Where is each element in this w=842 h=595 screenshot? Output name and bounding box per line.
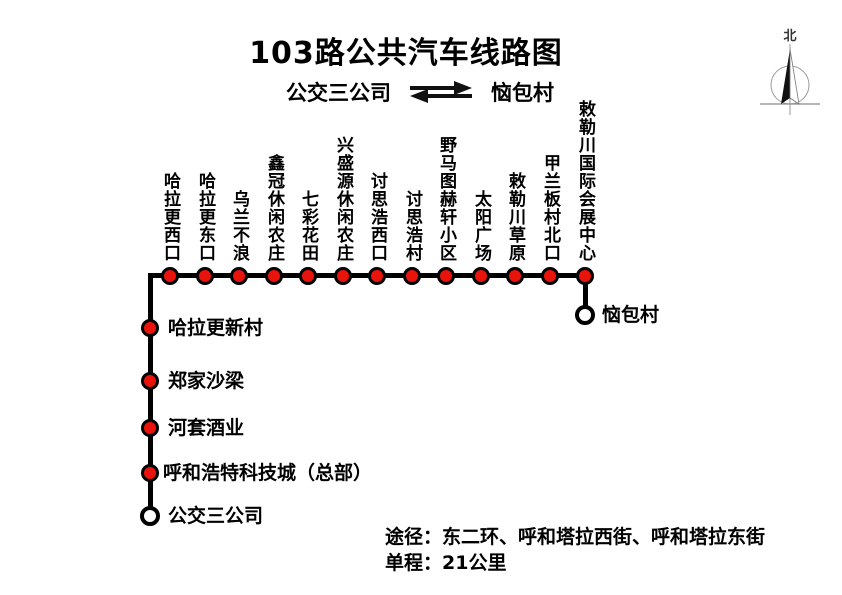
stop-dot <box>265 267 283 285</box>
stop-dot <box>161 267 179 285</box>
stop-label: 敕勒川草原 <box>505 172 525 262</box>
stop-label: 郑家沙梁 <box>168 370 245 392</box>
from-terminal-label: 公交三公司 <box>286 81 391 105</box>
stop-dot <box>576 267 594 285</box>
terminal-label-start: 公交三公司 <box>168 505 264 527</box>
route-distance-note: 单程：21公里 <box>385 552 507 574</box>
terminal-label-end: 恼包村 <box>602 304 660 326</box>
to-terminal-label: 恼包村 <box>491 81 554 105</box>
stop-dot <box>437 267 455 285</box>
stop-label: 河套酒业 <box>168 417 245 439</box>
stop-label: 讨思浩村 <box>402 190 422 262</box>
stop-label: 敕勒川国际会展中心 <box>575 100 595 262</box>
stop-dot <box>472 267 490 285</box>
bidirectional-arrow-icon <box>410 81 472 103</box>
stop-label: 鑫冠休闲农庄 <box>264 154 284 262</box>
route-via-note: 途径：东二环、呼和塔拉西街、呼和塔拉东街 <box>385 526 766 548</box>
page-title: 103路公共汽车线路图 <box>249 36 563 71</box>
stop-label: 讨思浩西口 <box>367 172 387 262</box>
right-route-line <box>583 276 588 310</box>
stop-dot <box>506 267 524 285</box>
stop-dot <box>368 267 386 285</box>
stop-dot <box>541 267 559 285</box>
stop-dot <box>141 419 159 437</box>
stop-label: 哈拉更东口 <box>195 172 215 262</box>
terminal-circle-end <box>575 305 595 325</box>
stop-label: 野马图赫轩小区 <box>436 136 456 262</box>
stop-dot <box>196 267 214 285</box>
compass-north-label: 北 <box>783 29 796 44</box>
stop-label: 七彩花田 <box>298 190 318 262</box>
stop-dot <box>141 464 159 482</box>
stop-label: 哈拉更西口 <box>160 172 180 262</box>
stop-label: 兴盛源休闲农庄 <box>333 136 353 262</box>
compass-north-icon: 北 <box>760 29 820 115</box>
terminal-circle-start <box>140 506 160 526</box>
stop-dot <box>299 267 317 285</box>
stop-label: 甲兰板村北口 <box>540 154 560 262</box>
stop-label: 呼和浩特科技城（总部） <box>163 462 373 484</box>
stop-label: 哈拉更新村 <box>168 317 264 339</box>
stop-dot <box>230 267 248 285</box>
stop-dot <box>141 372 159 390</box>
route-endpoints: 公交三公司 恼包村 <box>286 77 554 107</box>
left-route-line <box>148 273 153 513</box>
stop-dot <box>334 267 352 285</box>
stop-label: 太阳广场 <box>471 190 491 262</box>
stop-dot <box>141 319 159 337</box>
stop-dot <box>403 267 421 285</box>
stop-label: 乌兰不浪 <box>229 190 249 262</box>
